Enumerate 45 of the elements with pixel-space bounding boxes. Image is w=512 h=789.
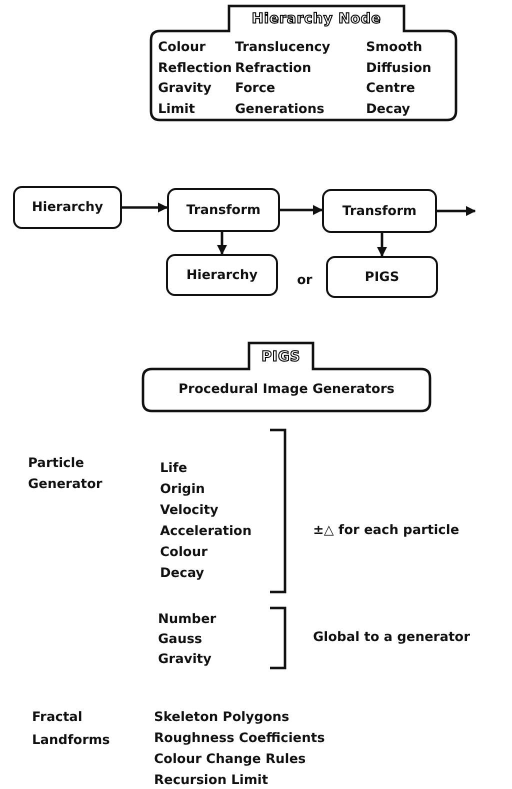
tabbed-panel [150,5,457,121]
parameter-name: Roughness Coefficients [154,730,325,748]
parameter-name: Colour [160,544,208,562]
property-name: Diffusion [366,60,432,76]
parameter-name: Acceleration [160,523,252,541]
bracket-note: ±△ for each particle [313,522,460,540]
parameter-name: Colour Change Rules [154,751,306,769]
parameter-name: Velocity [160,502,218,520]
parameter-name: Skeleton Polygons [154,709,290,727]
property-name: Limit [158,102,195,118]
group-label: Fractal Landforms [32,709,111,750]
process-box: Hierarchy [13,186,122,229]
group-label: Particle Generator [28,455,104,494]
property-name: Translucency [235,40,330,56]
property-name: Generations [235,102,324,118]
parameter-name: Recursion Limit [154,772,268,789]
process-box: Transform [167,188,280,232]
parameter-name: Gauss [158,631,202,649]
panel-label: Procedural Image Generators [178,382,396,398]
bracket-note: Global to a generator [313,629,470,647]
parameter-name: Life [160,460,188,478]
arrow [122,202,168,212]
arrow [437,206,476,216]
property-name: Refraction [235,60,312,76]
property-name: Centre [366,81,416,97]
property-name: Decay [366,102,410,118]
tabbed-panel [142,342,431,412]
parameter-name: Origin [160,481,205,499]
property-name: Force [235,81,276,97]
parameter-name: Gravity [158,651,212,669]
arrow [280,205,323,215]
arrow [217,232,227,255]
panel-title: Hierarchy Node [250,11,382,27]
property-name: Colour [158,40,206,56]
property-name: Reflection [158,60,232,76]
panel-title: PIGS [260,348,302,364]
property-name: Smooth [366,40,422,56]
parameter-name: Decay [160,565,204,583]
process-box: PIGS [326,256,438,298]
process-box: Transform [322,189,437,233]
property-name: Gravity [158,81,212,97]
connector-word: or [297,272,312,290]
process-box: Hierarchy [166,254,278,296]
parameter-name: Number [158,611,216,629]
arrow [377,233,387,257]
